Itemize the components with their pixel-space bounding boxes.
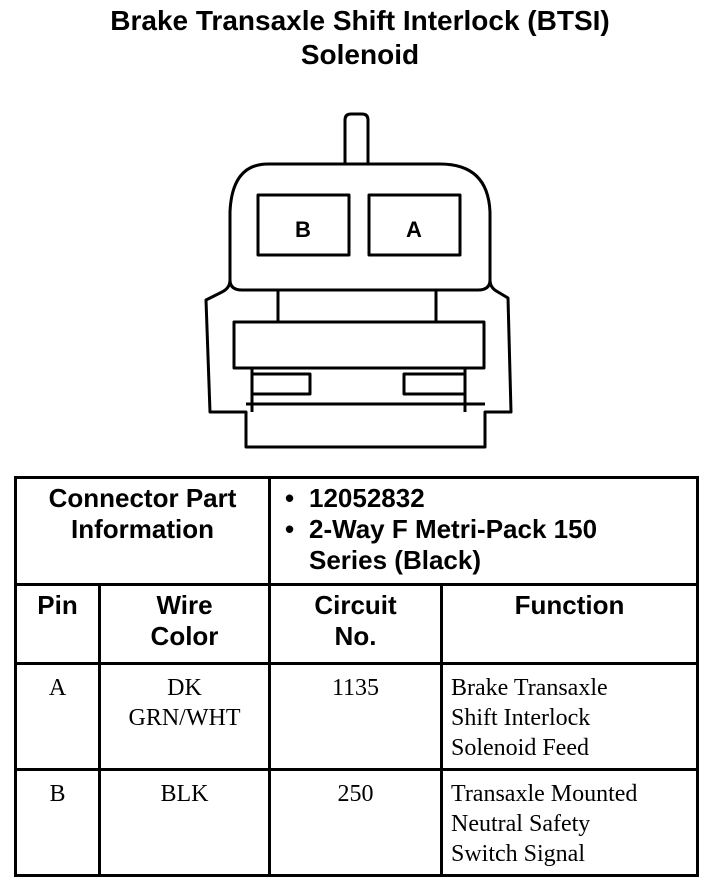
part-info-label: Connector Part Information — [14, 476, 271, 586]
cavity-a — [367, 193, 462, 257]
cavity-a-label: A — [406, 217, 422, 242]
connector-body-outline — [204, 162, 513, 449]
cell-wire-color: BLK — [98, 768, 271, 877]
part-info-label-line-2: Information — [71, 514, 214, 544]
cell-pin: A — [14, 662, 101, 771]
header-pin: Pin — [14, 583, 101, 665]
part-description-line-2: Series (Black) — [309, 545, 481, 575]
cell-function: Transaxle Mounted Neutral Safety Switch … — [439, 768, 700, 877]
connector-info-table: Connector Part Information • 12052832 • … — [14, 476, 700, 877]
header-wire-color-line-2: Color — [150, 621, 219, 651]
header-wire-color-line-1: Wire — [156, 590, 213, 620]
cell-circuit: 250 — [268, 768, 443, 877]
cell-pin: B — [14, 768, 101, 877]
cavity-b — [256, 193, 351, 257]
connector-drawing: B A — [204, 112, 513, 449]
header-function-text: Function — [514, 590, 625, 620]
cavity-b-label: B — [295, 217, 311, 242]
part-info-list: • 12052832 • 2-Way F Metri-Pack 150 Seri… — [267, 476, 700, 586]
header-wire-color: Wire Color — [98, 583, 271, 665]
part-info-label-line-1: Connector Part — [48, 483, 237, 513]
table-row: B BLK 250 Transaxle Mounted Neutral Safe… — [14, 768, 700, 877]
part-info-item: • 12052832 — [285, 483, 692, 514]
part-info-row: Connector Part Information • 12052832 • … — [14, 476, 700, 586]
header-row: Pin Wire Color Circuit No. Function — [14, 583, 700, 665]
function-line-1: Brake Transaxle — [451, 675, 608, 701]
function-line-1: Transaxle Mounted — [451, 781, 638, 807]
part-info-item: • 2-Way F Metri-Pack 150 Series (Black) — [285, 514, 692, 576]
function-line-2: Neutral Safety — [451, 811, 591, 837]
part-description-line-1: 2-Way F Metri-Pack 150 — [309, 514, 598, 544]
function-line-3: Solenoid Feed — [451, 735, 589, 761]
cell-function: Brake Transaxle Shift Interlock Solenoid… — [439, 662, 700, 771]
cell-wire-color: DK GRN/WHT — [98, 662, 271, 771]
part-number: 12052832 — [309, 483, 425, 513]
title-line-1: Brake Transaxle Shift Interlock (BTSI) — [110, 5, 610, 36]
header-function: Function — [439, 583, 700, 665]
diagram-title: Brake Transaxle Shift Interlock (BTSI) S… — [0, 4, 720, 72]
header-circuit: Circuit No. — [268, 583, 443, 665]
bullet-icon: • — [285, 514, 295, 544]
bullet-icon: • — [285, 483, 295, 513]
header-circuit-line-2: No. — [334, 621, 377, 651]
wire-color-line-1: DK — [167, 675, 202, 701]
header-circuit-line-1: Circuit — [314, 590, 397, 620]
cell-circuit: 1135 — [268, 662, 443, 771]
function-line-2: Shift Interlock — [451, 705, 591, 731]
wire-color-line-1: BLK — [160, 781, 209, 807]
wire-color-line-2: GRN/WHT — [128, 705, 241, 731]
connector-mating-block — [232, 320, 486, 370]
table-row: A DK GRN/WHT 1135 Brake Transaxle Shift … — [14, 662, 700, 771]
title-line-2: Solenoid — [300, 39, 420, 70]
connector-neck — [276, 290, 438, 322]
connector-shoulder-line — [228, 279, 492, 292]
connector-latch-tab — [343, 112, 370, 164]
function-line-3: Switch Signal — [451, 841, 586, 867]
header-pin-text: Pin — [37, 590, 78, 620]
